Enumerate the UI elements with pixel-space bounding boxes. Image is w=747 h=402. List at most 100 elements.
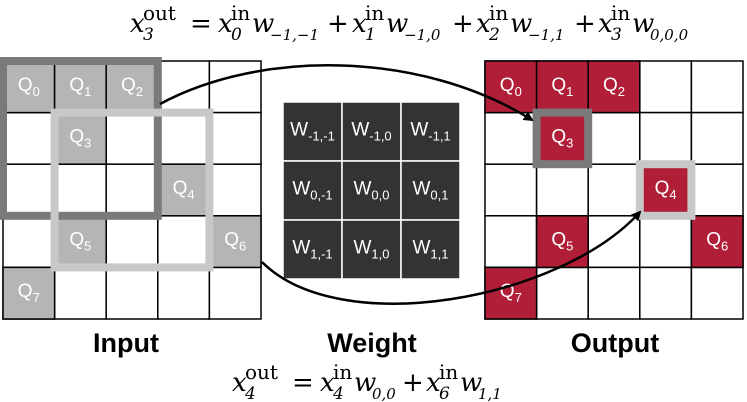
svg-text:out: out bbox=[143, 1, 176, 25]
output-cell bbox=[535, 266, 589, 320]
svg-text:−1,0: −1,0 bbox=[404, 26, 441, 44]
equation-top: x 3 out = x 0 in w −1,−1 + x 1 in w −1,0… bbox=[130, 1, 689, 45]
svg-text:x: x bbox=[218, 9, 233, 39]
input-cell bbox=[2, 111, 56, 165]
svg-text:+: + bbox=[574, 9, 596, 39]
svg-text:4: 4 bbox=[332, 384, 344, 402]
input-cell-label: Q7 bbox=[18, 281, 40, 305]
input-cell-label: Q0 bbox=[18, 75, 40, 99]
input-cell bbox=[157, 266, 211, 320]
svg-text:w: w bbox=[386, 9, 408, 39]
output-cell bbox=[690, 60, 744, 114]
weight-cell bbox=[400, 160, 461, 221]
svg-text:in: in bbox=[439, 360, 458, 384]
output-cell bbox=[639, 266, 693, 320]
output-cell bbox=[639, 111, 693, 165]
weight-cell-label: W0,0 bbox=[353, 179, 389, 203]
input-cell-label: Q6 bbox=[224, 230, 246, 254]
input-cell bbox=[157, 111, 211, 165]
output-cell bbox=[639, 60, 693, 114]
output-active-cell bbox=[484, 266, 538, 320]
weight-cell bbox=[400, 219, 461, 280]
svg-text:+: + bbox=[402, 368, 424, 398]
svg-text:out: out bbox=[245, 360, 278, 384]
weight-cell-label: W1,0 bbox=[353, 238, 389, 262]
svg-text:in: in bbox=[611, 1, 630, 25]
output-caption: Output bbox=[571, 328, 659, 358]
svg-text:x: x bbox=[476, 9, 491, 39]
input-cell-label: Q5 bbox=[69, 230, 91, 254]
svg-text:4: 4 bbox=[244, 384, 256, 402]
output-active-cell bbox=[690, 215, 744, 269]
output-cell bbox=[535, 163, 589, 217]
equation-bottom: x 4 out = x 4 in w 0,0 + x 6 in w 1,1 bbox=[232, 360, 502, 402]
input-cell bbox=[208, 60, 262, 114]
weight-cell-label: W1,-1 bbox=[292, 238, 332, 262]
svg-text:w: w bbox=[632, 9, 654, 39]
weight-cell bbox=[400, 101, 461, 162]
svg-text:x: x bbox=[130, 9, 145, 39]
input-cell bbox=[2, 163, 56, 217]
svg-text:x: x bbox=[320, 368, 335, 398]
input-cell bbox=[208, 163, 262, 217]
output-cell bbox=[639, 215, 693, 269]
svg-text:in: in bbox=[231, 1, 250, 25]
svg-text:0,0: 0,0 bbox=[372, 385, 396, 402]
output-cell-label: Q1 bbox=[551, 75, 573, 99]
input-cell bbox=[105, 163, 159, 217]
output-cell-label: Q2 bbox=[603, 75, 625, 99]
input-window-light bbox=[50, 108, 214, 272]
input-window-dark bbox=[0, 57, 162, 220]
input-active-cell bbox=[157, 163, 211, 217]
input-cell bbox=[53, 163, 107, 217]
output-cell bbox=[587, 163, 641, 217]
arrow-q6-to-q4 bbox=[261, 210, 642, 305]
svg-text:2: 2 bbox=[488, 25, 500, 45]
output-cell-label: Q3 bbox=[551, 126, 573, 150]
input-active-cell bbox=[2, 266, 56, 320]
output-active-cell bbox=[535, 215, 589, 269]
output-cell bbox=[587, 215, 641, 269]
input-cell bbox=[53, 266, 107, 320]
output-cell-label: Q6 bbox=[706, 230, 728, 254]
svg-text:−1,1: −1,1 bbox=[528, 26, 564, 44]
output-cell bbox=[690, 163, 744, 217]
svg-text:+: + bbox=[452, 9, 474, 39]
arrow-q2-to-q3 bbox=[159, 64, 534, 122]
input-cell bbox=[208, 266, 262, 320]
svg-text:+: + bbox=[327, 9, 349, 39]
svg-text:1: 1 bbox=[365, 25, 376, 45]
input-cell bbox=[105, 266, 159, 320]
svg-text:w: w bbox=[460, 368, 482, 398]
output-q4-highlight bbox=[635, 160, 696, 220]
output-q3-highlight bbox=[532, 108, 593, 169]
input-cell bbox=[208, 111, 262, 165]
weight-cell-label: W-1,1 bbox=[410, 120, 450, 144]
svg-text:x: x bbox=[426, 368, 441, 398]
svg-text:w: w bbox=[252, 9, 274, 39]
output-cell-label: Q0 bbox=[500, 75, 522, 99]
output-cell bbox=[587, 111, 641, 165]
svg-text:in: in bbox=[333, 360, 352, 384]
input-cell bbox=[2, 215, 56, 269]
output-cell bbox=[587, 266, 641, 320]
input-cell-label: Q1 bbox=[69, 75, 91, 99]
svg-text:w: w bbox=[510, 9, 532, 39]
input-cell bbox=[105, 111, 159, 165]
svg-text:−1,−1: −1,−1 bbox=[270, 26, 319, 44]
output-cell-label: Q4 bbox=[655, 178, 677, 202]
weight-caption: Weight bbox=[327, 328, 417, 358]
output-cell-label: Q5 bbox=[551, 230, 573, 254]
svg-text:in: in bbox=[365, 1, 384, 25]
input-cell-label: Q3 bbox=[69, 126, 91, 150]
svg-text:3: 3 bbox=[611, 25, 622, 45]
input-cell bbox=[105, 215, 159, 269]
output-cell bbox=[690, 266, 744, 320]
svg-text:x: x bbox=[352, 9, 367, 39]
input-caption: Input bbox=[93, 328, 159, 358]
weight-cell-label: W0,1 bbox=[412, 179, 448, 203]
output-active-cell bbox=[587, 60, 641, 114]
svg-text:3: 3 bbox=[143, 25, 154, 45]
weight-cell-label: W1,1 bbox=[412, 238, 448, 262]
